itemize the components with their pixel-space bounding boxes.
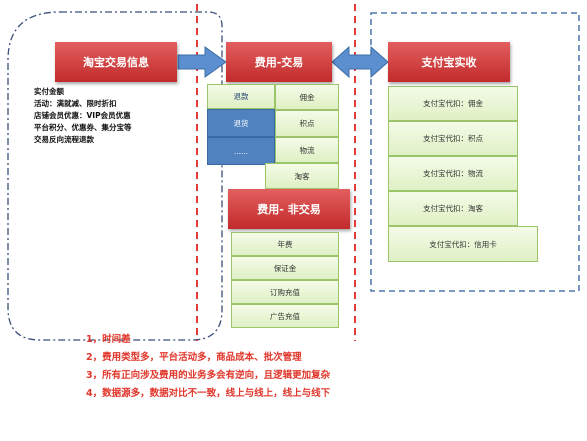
fee-item-taoke: 淘客 (265, 163, 339, 189)
fee-nontrade-header: 费用- 非交易 (228, 189, 350, 229)
nontrade-item-annual-fee: 年费 (231, 232, 339, 256)
alipay-item-credit-card: 支付宝代扣：信用卡 (388, 226, 538, 262)
alipay-item-commission: 支付宝代扣：佣金 (388, 86, 518, 121)
taobao-note: 平台积分、优惠券、集分宝等 (34, 123, 132, 132)
fee-item-more: ...... (207, 137, 275, 165)
fee-item-return: 退货 (207, 109, 275, 137)
bottom-notes: 1，时间差 2，费用类型多，平台活动多，商品成本、批次管理 3，所有正向涉及费用… (86, 331, 566, 403)
alipay-item-logistics: 支付宝代扣：物流 (388, 156, 518, 191)
fee-item-commission: 佣金 (275, 84, 339, 110)
double-arrow-icon (331, 45, 389, 79)
taobao-note: 店铺会员优惠：VIP会员优惠 (34, 111, 131, 120)
bottom-note: 4，数据源多，数据对比不一致，线上与线上，线上与线下 (86, 388, 331, 399)
taobao-note: 交易反向流程退款 (34, 135, 94, 144)
taobao-region-border (7, 11, 223, 341)
arrow-right-icon (177, 46, 227, 78)
fee-item-logistics: 物流 (275, 137, 339, 163)
fee-item-refund: 退款 (207, 84, 275, 109)
alipay-item-points: 支付宝代扣：积点 (388, 121, 518, 156)
taobao-trade-header: 淘宝交易信息 (55, 42, 177, 82)
bottom-note: 1，时间差 (86, 334, 131, 345)
taobao-note: 活动：满就减、限时折扣 (34, 99, 117, 108)
alipay-region-border (370, 12, 580, 292)
alipay-item-taoke: 支付宝代扣：淘客 (388, 191, 518, 226)
bottom-note: 3，所有正向涉及费用的业务多会有逆向，且逻辑更加复杂 (86, 370, 331, 381)
nontrade-item-subscription-recharge: 订购充值 (231, 280, 339, 304)
taobao-notes: 实付金额 活动：满就减、限时折扣 店铺会员优惠：VIP会员优惠 平台积分、优惠券… (34, 86, 204, 146)
taobao-note: 实付金额 (34, 87, 64, 96)
fee-trade-header: 费用-交易 (226, 42, 332, 82)
nontrade-item-deposit: 保证金 (231, 256, 339, 280)
bottom-note: 2，费用类型多，平台活动多，商品成本、批次管理 (86, 352, 302, 363)
fee-item-points: 积点 (275, 110, 339, 137)
nontrade-item-ad-recharge: 广告充值 (231, 304, 339, 328)
alipay-receipt-header: 支付宝实收 (388, 42, 510, 82)
